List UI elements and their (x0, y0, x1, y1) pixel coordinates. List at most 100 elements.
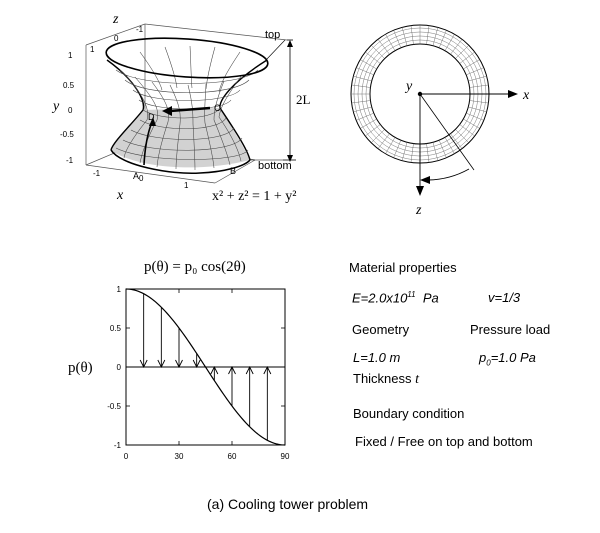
tower-y-tick: 0 (68, 106, 73, 115)
point-d: D (148, 112, 155, 122)
plot-ticks (125, 288, 286, 446)
label-axis-z: z (112, 12, 119, 27)
theta-arc-arrowhead (420, 176, 430, 184)
hyperboloid-surface (105, 37, 269, 175)
thickness-label: Thickness (353, 371, 412, 386)
pressure-arrow (192, 353, 201, 369)
top-view-radial (371, 129, 385, 143)
top-view-radial (438, 30, 447, 48)
tower-bounding-box (85, 23, 288, 184)
modulus-value: E=2.0x1011 Pa (352, 290, 439, 305)
tower-mesh-parallels (115, 69, 259, 160)
figure-caption: (a) Cooling tower problem (207, 496, 369, 512)
top-view-radial (410, 25, 414, 45)
modulus-exponent: 11 (407, 290, 416, 299)
tower-y-tick: 1 (68, 51, 73, 60)
pressure-arrow (263, 365, 272, 441)
top-view-radial (377, 133, 390, 149)
point-c: C (214, 103, 221, 113)
material-heading: Material properties (349, 260, 457, 275)
boundary-heading: Boundary condition (353, 406, 465, 421)
top-view-radial (393, 140, 402, 158)
top-view-radial (360, 118, 377, 129)
tower-y-tick: -1 (66, 156, 74, 165)
label-bottom: bottom (258, 160, 292, 172)
plot-y-tick-labels: 1 0.5 0 -0.5 -1 (107, 285, 121, 450)
top-view-label-y: y (404, 79, 413, 94)
top-view-radial (466, 67, 484, 76)
plot-x-tick-label: 60 (228, 452, 237, 461)
plot-x-tick-labels: 0 30 60 90 (124, 452, 290, 461)
plot-title: p(θ) = p₀ cos(2θ) (144, 259, 246, 275)
top-view-x-arrowhead (508, 90, 518, 98)
pressure-arrow (157, 307, 166, 369)
top-view-radial (469, 100, 489, 104)
tower-x-tick: 1 (184, 181, 189, 190)
tower-top-rim (105, 37, 269, 79)
top-view-radial (432, 142, 439, 161)
tower-z-tick: 1 (90, 45, 95, 54)
pressure-arrow (245, 365, 254, 427)
top-view-radial (468, 106, 487, 113)
top-view-radial (426, 143, 430, 163)
top-view-radial (401, 142, 408, 161)
p0-rest: =1.0 Pa (490, 350, 536, 365)
top-view-z-arrowhead (416, 186, 424, 196)
top-view-radial (450, 133, 463, 149)
top-view-radial (468, 75, 487, 82)
theta-arc (427, 168, 470, 181)
top-view-radial (385, 34, 396, 51)
plot-y-tick-label: 0 (117, 363, 122, 372)
tower-x-tick: -1 (93, 169, 101, 178)
top-view-radial (455, 45, 469, 59)
theta-radial-line (419, 93, 475, 171)
top-view-radial (365, 124, 381, 137)
plot-x-tick-label: 0 (124, 452, 129, 461)
height-dimension (250, 39, 296, 162)
tower-y-ticks: 1 0.5 0 -0.5 -1 (60, 51, 75, 165)
plot-y-tick-label: 0.5 (110, 324, 122, 333)
tower-x-ticks: -1 0 1 (93, 169, 189, 190)
plot-y-tick-label: -0.5 (107, 402, 121, 411)
top-view-radial (356, 67, 374, 76)
arrow-a-to-d-head (149, 117, 156, 126)
arrow-c-to-d-head (162, 106, 172, 116)
thickness-symbol: t (415, 372, 420, 387)
plot-y-tick-label: 1 (117, 285, 122, 294)
top-view-radial (469, 84, 489, 88)
plot-y-tick-label: -1 (114, 441, 122, 450)
plot-x-tick-label: 90 (281, 452, 290, 461)
label-top: top (265, 29, 280, 41)
pressure-arrow (139, 293, 148, 369)
tower-z-ticks: -1 0 1 (90, 25, 144, 54)
top-view-radial (450, 39, 463, 55)
top-view-radial (438, 140, 447, 158)
tower-z-tick: -1 (136, 25, 144, 34)
top-view-radial (459, 124, 475, 137)
poisson-ratio: v=1/3 (488, 290, 521, 305)
top-view-radial (371, 45, 385, 59)
pressure-arrow (228, 365, 236, 406)
top-view-radial (444, 34, 455, 51)
plot-ylabel: p(θ) (68, 360, 93, 376)
modulus-unit: Pa (422, 290, 439, 306)
pressure-arrow (175, 328, 183, 369)
top-view-radial (401, 27, 408, 46)
length-value: L=1.0 m (353, 350, 401, 365)
top-view-radial (459, 51, 475, 64)
top-view-label-z: z (415, 203, 422, 218)
top-view-radial (426, 25, 430, 45)
boundary-value: Fixed / Free on top and bottom (355, 434, 533, 449)
p0-subscript: 0 (486, 358, 491, 368)
label-axis-x: x (116, 188, 124, 203)
top-view-radial (351, 100, 371, 104)
top-view: y x z (350, 24, 530, 218)
tower-y-tick: -0.5 (60, 130, 74, 139)
top-view-label-x: x (522, 88, 530, 103)
tower-3d-view: top bottom 2L z y x A B C D x² + z² = 1 … (51, 12, 311, 204)
tower-mesh-meridians (119, 45, 243, 171)
geometry-heading: Geometry (352, 322, 410, 337)
top-view-mesh-radials (351, 25, 489, 163)
top-view-radial (353, 75, 372, 82)
p0-prefix: p (479, 350, 487, 365)
